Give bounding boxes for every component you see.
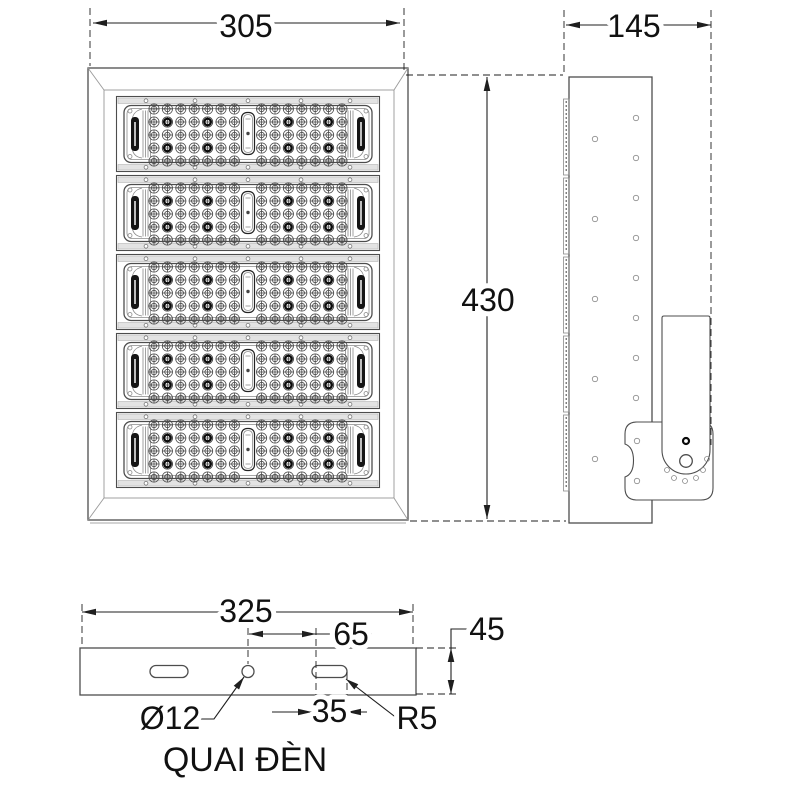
bracket-slot-right — [311, 664, 348, 679]
dim-side-depth-label: 145 — [607, 8, 660, 44]
dimensions: 305 145 430 325 — [81, 3, 712, 741]
bracket-view — [79, 647, 417, 696]
dim-front-height-label: 430 — [461, 282, 514, 318]
led-module — [117, 334, 380, 409]
dim-front-width: 305 — [89, 3, 405, 74]
side-screw-holes — [591, 114, 640, 463]
caption-quai-den: QUAI ĐÈN — [163, 741, 327, 779]
dim-slot-radius-label: R5 — [397, 700, 438, 736]
bracket-slot-left — [149, 664, 189, 679]
dim-side-depth: 145 — [563, 3, 712, 445]
front-view — [87, 67, 409, 524]
led-module — [117, 176, 380, 251]
mounting-bracket — [624, 315, 714, 501]
dim-slot-radius: R5 — [345, 678, 442, 741]
dim-hole-diameter-label: Ø12 — [140, 700, 200, 736]
dim-slot-width-label: 35 — [312, 693, 348, 729]
led-module — [117, 413, 380, 488]
dim-front-height: 430 — [406, 74, 566, 522]
dim-bracket-length: 325 — [81, 588, 414, 647]
dim-bracket-length-label: 325 — [219, 593, 272, 629]
bracket-hole — [241, 664, 255, 679]
led-module — [117, 97, 380, 172]
dim-front-width-label: 305 — [219, 8, 272, 44]
led-module — [117, 255, 380, 330]
heat-sink-fins — [562, 98, 570, 492]
side-view — [562, 76, 714, 524]
dim-bracket-height: 45 — [416, 606, 510, 695]
dim-slot-width: 35 — [272, 672, 367, 734]
dim-bracket-height-label: 45 — [469, 611, 505, 647]
dim-hole-offset-label: 65 — [333, 616, 369, 652]
dim-hole-diameter: Ø12 — [135, 676, 245, 741]
dim-hole-offset: 65 — [247, 611, 374, 718]
